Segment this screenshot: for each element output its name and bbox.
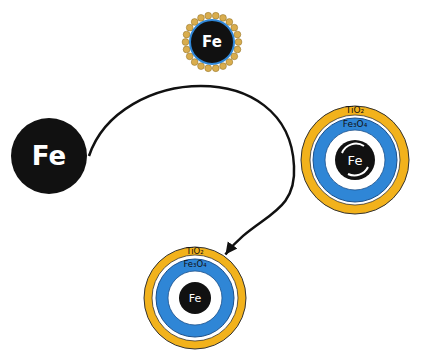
particle-label: Fe: [182, 35, 242, 50]
iron-particle: Fe: [10, 117, 88, 195]
particle-label: TiO₂: [143, 247, 247, 256]
coated-iron-particle: Fe: [182, 12, 242, 72]
tio2-shell: TiO₂ Fe₃O₄ Fe: [143, 246, 247, 350]
iron-core: Fe: [334, 139, 376, 181]
process-arrow: [89, 86, 294, 255]
particle-label: TiO₂: [300, 106, 410, 115]
tio2-shell: TiO₂ Fe₃O₄ Fe: [300, 105, 410, 215]
iron-oxide-shell: Fe₃O₄ Fe: [312, 117, 398, 203]
iron-oxide-shell: Fe₃O₄ Fe: [155, 258, 235, 338]
particle-label: Fe₃O₄: [155, 260, 235, 269]
iron-core: Fe: [178, 281, 212, 315]
particle-label: Fe: [178, 293, 212, 304]
particle-label: Fe₃O₄: [312, 120, 398, 129]
particle-label: Fe: [334, 154, 376, 167]
particle-label: Fe: [10, 143, 88, 169]
